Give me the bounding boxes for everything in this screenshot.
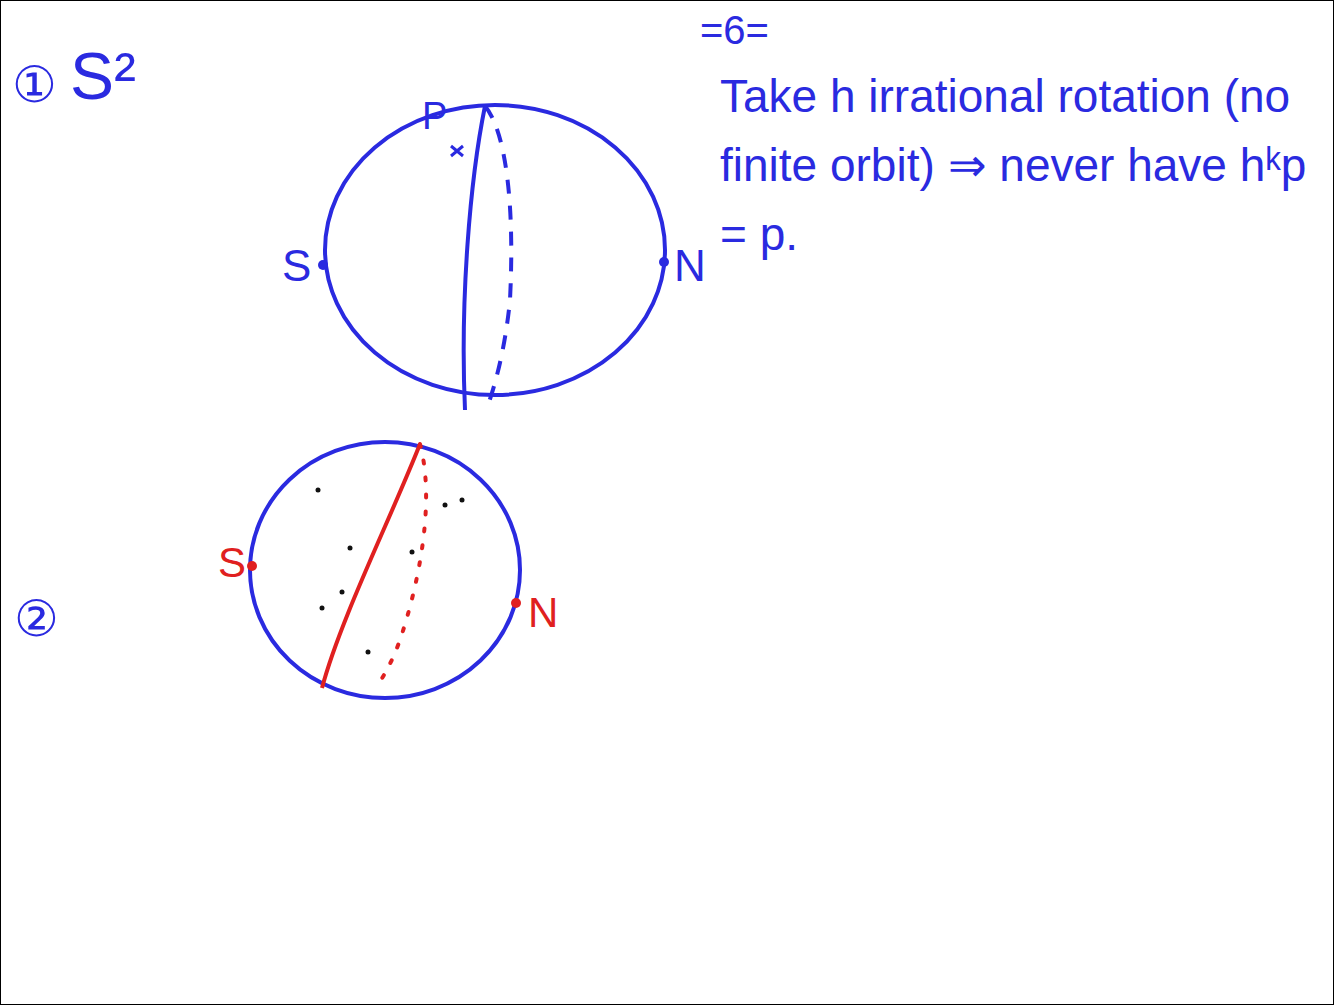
pole-label: N xyxy=(674,242,706,290)
space-name: S² xyxy=(70,40,136,113)
pole-label: S xyxy=(218,540,246,586)
item-number: ① xyxy=(12,58,57,113)
handwritten-note: Take h irrational rotation (no finite or… xyxy=(720,62,1310,269)
point-label: P xyxy=(422,96,447,138)
pole-label: N xyxy=(528,590,558,636)
pole-label: S xyxy=(282,242,311,290)
item-number: ② xyxy=(14,592,59,647)
page-number: =6= xyxy=(700,8,769,52)
